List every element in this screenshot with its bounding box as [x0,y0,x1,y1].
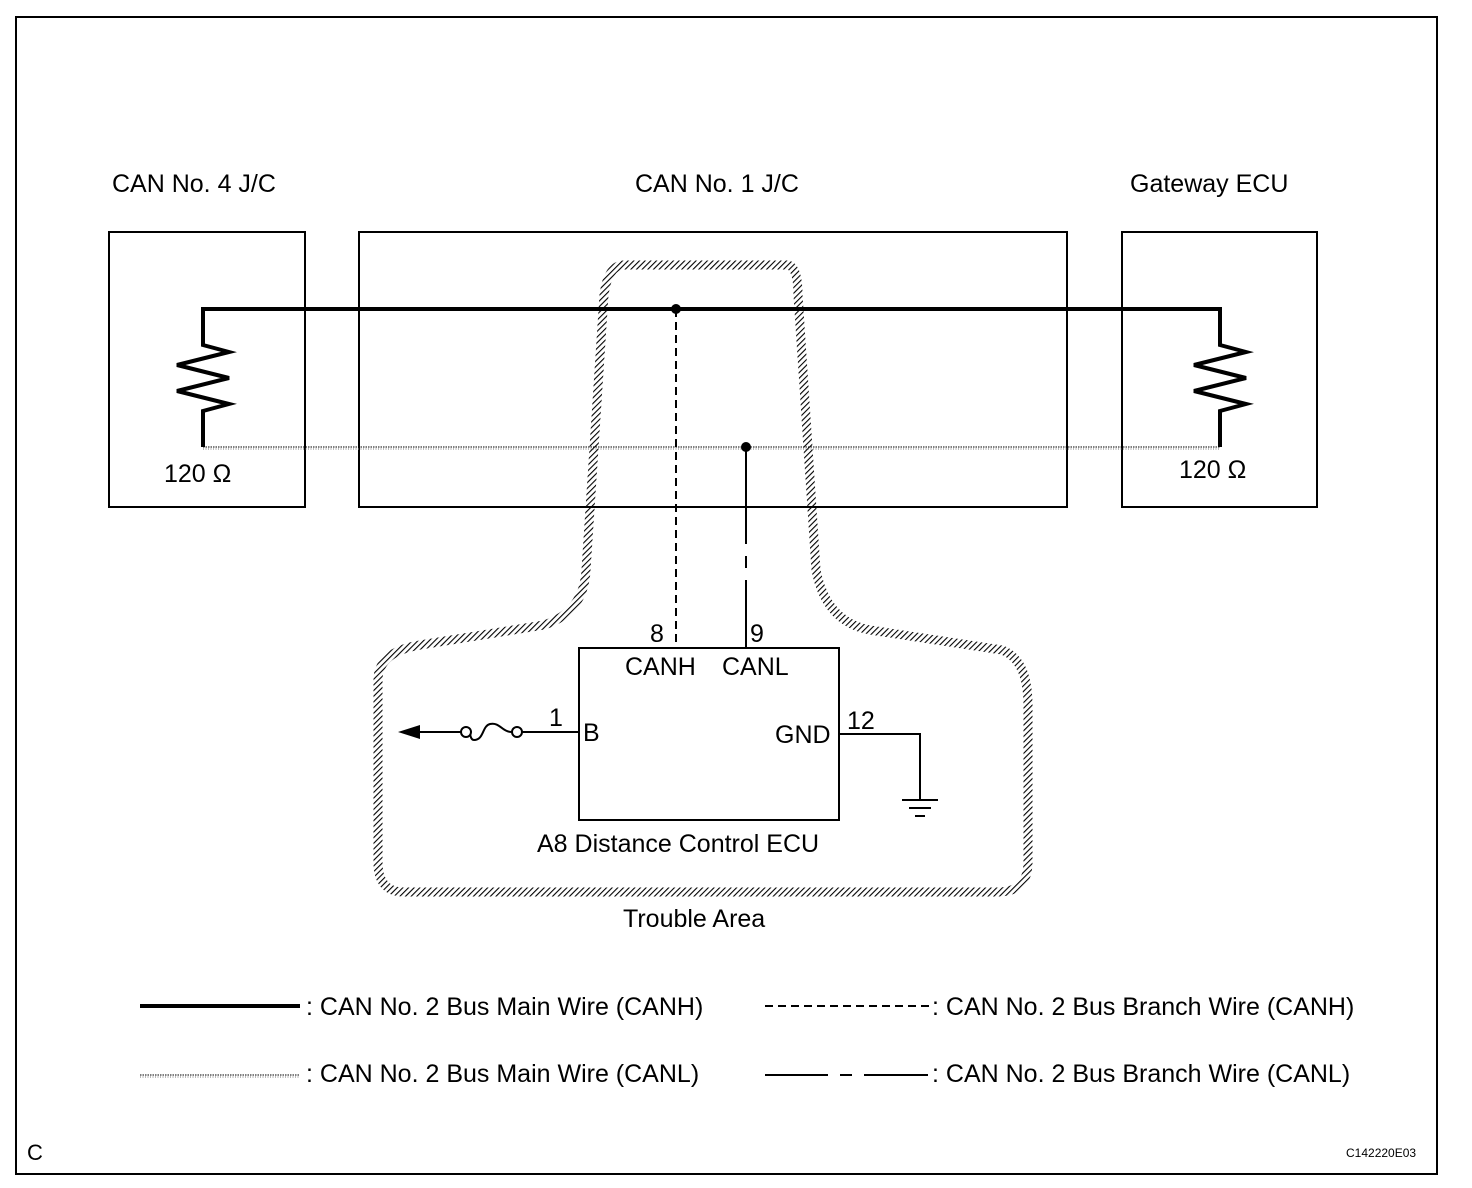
main-wire-canh [201,307,1222,334]
fuse-terminal-left [460,726,472,738]
figure-code: C142220E03 [1346,1146,1416,1160]
legend-branch-canh: : CAN No. 2 Bus Branch Wire (CANH) [932,993,1354,1021]
pin-12-label: 12 [847,707,875,735]
resistor-left [176,334,237,447]
gnd-wire [839,733,921,799]
corner-label: C [27,1140,43,1165]
legend-main-canl: : CAN No. 2 Bus Main Wire (CANL) [306,1060,699,1088]
distance-ecu-label: A8 Distance Control ECU [537,830,819,858]
can1-jc-box [358,231,1068,508]
can1-jc-label: CAN No. 1 J/C [635,170,799,198]
pin-1-label: 1 [549,704,563,732]
canl-pin-label: CANL [722,653,789,681]
pin-8-label: 8 [650,620,664,648]
power-arrow-icon [398,725,420,739]
can4-jc-box [108,231,306,508]
canh-pin-label: CANH [625,653,696,681]
gateway-ecu-box [1121,231,1318,508]
can4-jc-label: CAN No. 4 J/C [112,170,276,198]
resistor-right-label: 120 Ω [1179,456,1246,484]
gnd-pin-label: GND [775,721,831,749]
b-pin-label: B [583,719,600,747]
trouble-area-outline [373,260,1033,897]
legend-main-canh: : CAN No. 2 Bus Main Wire (CANH) [306,993,703,1021]
fuse-terminal-right [511,726,523,738]
gateway-ecu-label: Gateway ECU [1130,170,1288,198]
legend-branch-canl: : CAN No. 2 Bus Branch Wire (CANL) [932,1060,1350,1088]
pin-9-label: 9 [750,620,764,648]
resistor-right [1193,334,1254,447]
resistor-left-label: 120 Ω [164,460,231,488]
diagram-frame [15,16,1438,1175]
fuse-icon [469,722,513,742]
trouble-area-label: Trouble Area [623,905,765,933]
